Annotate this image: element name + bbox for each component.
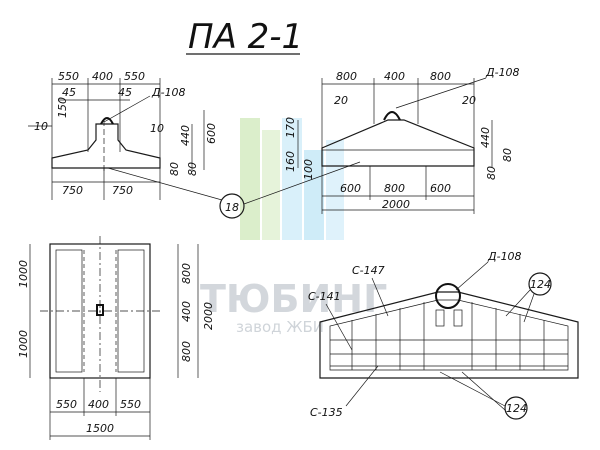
cross-section-view: Д-108 550 400 550 45 45 150 10 10 440 60… xyxy=(28,70,218,200)
cross-section-loop-leader xyxy=(103,95,151,123)
side-elevation-outline xyxy=(321,119,475,167)
cross-section-outline xyxy=(51,123,161,169)
side-elevation-dim-bottom-1: 600 xyxy=(340,182,361,195)
watermark-logo xyxy=(240,118,344,240)
side-elevation-dim-bottom-3: 600 xyxy=(430,182,451,195)
cross-section-dim-bottom-1: 750 xyxy=(62,184,83,197)
drawing-title: ПА 2-1 xyxy=(188,17,303,57)
plan-view: 1000 1000 800 400 800 2000 550 400 550 1… xyxy=(17,236,215,440)
side-elevation-dim-left-100: 100 xyxy=(302,159,315,180)
cross-section-dim-right-80b: 80 xyxy=(168,162,181,176)
reinforcement-leader-c135 xyxy=(345,365,379,407)
reinforcement-callout-top-label: 124 xyxy=(530,278,551,291)
plan-dim-left-2: 1000 xyxy=(17,330,30,358)
cross-section-dim-right-80a: 80 xyxy=(186,162,199,176)
side-elevation-dim-top-3: 800 xyxy=(430,70,451,83)
watermark-bar-blue-2 xyxy=(304,150,324,240)
cross-section-dim-right-600: 600 xyxy=(205,123,218,144)
side-elevation-loop xyxy=(383,111,401,121)
side-elevation-loop-label: Д-108 xyxy=(485,66,520,79)
watermark-bar-green-2 xyxy=(262,130,280,240)
plan-dim-bottom-1: 550 xyxy=(56,398,77,411)
watermark-brand: ТЮБИНГ xyxy=(200,277,387,321)
side-elevation-dim-bottom-2: 800 xyxy=(384,182,405,195)
reinforcement-label-c147: С-147 xyxy=(352,264,385,277)
cross-section-loop-label: Д-108 xyxy=(151,86,186,99)
cross-section-dim-top-1: 550 xyxy=(58,70,79,83)
cross-section-dim-bottom-2: 750 xyxy=(112,184,133,197)
side-elevation-view: Д-108 800 400 800 20 20 170 160 100 440 … xyxy=(284,66,520,214)
watermark-bar-blue-3 xyxy=(326,140,344,240)
reinforcement-loop-leader xyxy=(455,261,489,291)
side-elevation-dim-right-440: 440 xyxy=(479,127,492,148)
watermark-bar-green xyxy=(240,118,260,240)
side-elevation-dim-left-160: 160 xyxy=(284,151,297,172)
reinforcement-callout-bottom-label: 124 xyxy=(506,402,527,415)
reinforcement-loop-label: Д-108 xyxy=(487,250,522,263)
cross-section-loop xyxy=(100,117,114,125)
side-elevation-dim-top-1: 800 xyxy=(336,70,357,83)
plan-dim-left-1: 1000 xyxy=(17,260,30,288)
reinforcement-outline xyxy=(319,291,579,379)
reinforcement-callout-bottom-leader-1 xyxy=(439,371,506,407)
side-elevation-dim-top-2: 400 xyxy=(384,70,405,83)
reinforcement-label-c135: С-135 xyxy=(310,406,343,419)
cross-section-dim-right-440: 440 xyxy=(179,125,192,146)
reinforcement-callout-top xyxy=(528,272,552,296)
side-elevation-dim-20-right: 20 xyxy=(462,94,476,107)
callout-leader-right xyxy=(243,161,361,205)
callout-label-18: 18 xyxy=(225,201,239,214)
cross-section-dim-right-10: 10 xyxy=(150,122,164,135)
reinforcement-leader-c141 xyxy=(325,303,353,351)
plan-dim-right-1: 800 xyxy=(180,263,193,284)
side-elevation-dim-right-80b: 80 xyxy=(485,166,498,180)
side-elevation-dim-total: 2000 xyxy=(382,198,410,211)
cross-section-dim-left-10: 10 xyxy=(34,120,48,133)
reinforcement-callout-top-leader-1 xyxy=(505,289,531,317)
cross-section-dim-left-45a: 45 xyxy=(62,86,76,99)
plan-dim-bottom-2: 400 xyxy=(88,398,109,411)
watermark-subtitle: завод ЖБИ xyxy=(236,318,324,336)
side-elevation-dim-right-80a: 80 xyxy=(501,148,514,162)
plan-dim-bottom-3: 550 xyxy=(120,398,141,411)
callout-circle-18 xyxy=(219,193,245,219)
reinforcement-loop-anchor-left xyxy=(435,309,445,327)
cross-section-dim-left-45b: 45 xyxy=(118,86,132,99)
reinforcement-loop-anchor-right xyxy=(453,309,463,327)
reinforcement-lifting-loop xyxy=(435,283,461,309)
reinforcement-cage-outer xyxy=(329,299,569,371)
cross-section-dim-left-150: 150 xyxy=(56,97,69,118)
plan-lifting-loop xyxy=(96,304,104,316)
reinforcement-callout-top-leader-2 xyxy=(523,293,535,323)
callout-leader-left xyxy=(107,167,223,201)
reinforcement-view: Д-108 С-147 С-141 С-135 124 124 xyxy=(308,250,579,420)
side-elevation-dim-20-left: 20 xyxy=(334,94,348,107)
reinforcement-leader-c147 xyxy=(371,277,389,317)
side-elevation-loop-leader xyxy=(395,77,487,109)
cross-section-dim-top-2: 400 xyxy=(92,70,113,83)
plan-dim-right-total: 2000 xyxy=(202,302,215,330)
plan-dim-right-2: 400 xyxy=(180,301,193,322)
reinforcement-callout-bottom xyxy=(504,396,528,420)
plan-dim-right-3: 800 xyxy=(180,341,193,362)
watermark-bar-blue xyxy=(282,118,302,240)
cross-section-dim-top-3: 550 xyxy=(124,70,145,83)
reinforcement-label-c141: С-141 xyxy=(308,290,341,303)
plan-dim-total: 1500 xyxy=(86,422,114,435)
reinforcement-callout-bottom-leader-2 xyxy=(461,371,506,411)
side-elevation-dim-left-170: 170 xyxy=(284,117,297,138)
